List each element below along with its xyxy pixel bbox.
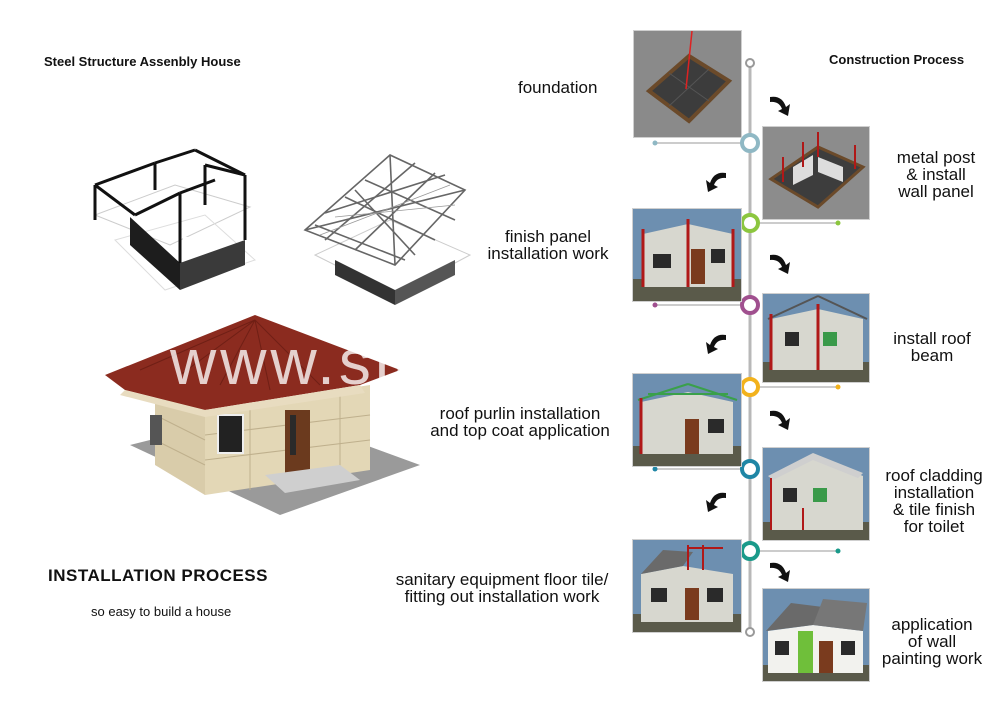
timeline-node-3 bbox=[740, 295, 760, 315]
step-arrows bbox=[706, 96, 790, 582]
step-1-label: foundation bbox=[518, 78, 598, 97]
step-4-label: install roof beam bbox=[893, 329, 971, 365]
timeline bbox=[652, 58, 841, 637]
installation-title: INSTALLATION PROCESS bbox=[48, 566, 268, 585]
step-4-thumbnail bbox=[762, 293, 870, 383]
step-5-thumbnail bbox=[632, 373, 742, 467]
arrow-icon bbox=[706, 334, 726, 354]
right-title: Construction Process bbox=[829, 52, 965, 67]
arrow-icon bbox=[770, 562, 790, 582]
step-3-thumbnail bbox=[632, 208, 742, 302]
installation-subtitle: so easy to build a house bbox=[91, 604, 232, 619]
step-6-label: roof cladding installation & tile finish… bbox=[885, 466, 983, 536]
step-2-label: metal post & install wall panel bbox=[896, 148, 976, 201]
arrow-icon bbox=[770, 254, 790, 274]
finished-house-illustration bbox=[105, 315, 420, 515]
arrow-icon bbox=[706, 492, 726, 512]
left-title: Steel Structure Assenbly House bbox=[44, 54, 241, 69]
step-6-thumbnail bbox=[762, 447, 870, 541]
roof-truss-illustration bbox=[303, 154, 472, 305]
step-7-thumbnail bbox=[632, 539, 742, 633]
arrow-icon bbox=[706, 172, 726, 192]
arrow-icon bbox=[770, 410, 790, 430]
arrow-icon bbox=[770, 96, 790, 116]
timeline-node-5 bbox=[740, 459, 760, 479]
timeline-node-4 bbox=[740, 377, 760, 397]
steel-frame-illustration bbox=[93, 148, 256, 291]
step-7-label: sanitary equipment floor tile/ fitting o… bbox=[395, 570, 609, 606]
step-8-thumbnail bbox=[762, 588, 870, 682]
step-2-thumbnail bbox=[762, 126, 870, 220]
timeline-nodes bbox=[740, 133, 760, 561]
step-3-label: finish panel installation work bbox=[487, 227, 609, 263]
timeline-node-1 bbox=[740, 133, 760, 153]
timeline-node-2 bbox=[740, 213, 760, 233]
timeline-node-6 bbox=[740, 541, 760, 561]
step-1-thumbnail bbox=[633, 30, 742, 138]
step-8-label: application of wall painting work bbox=[881, 615, 983, 668]
step-5-label: roof purlin installation and top coat ap… bbox=[430, 404, 610, 440]
